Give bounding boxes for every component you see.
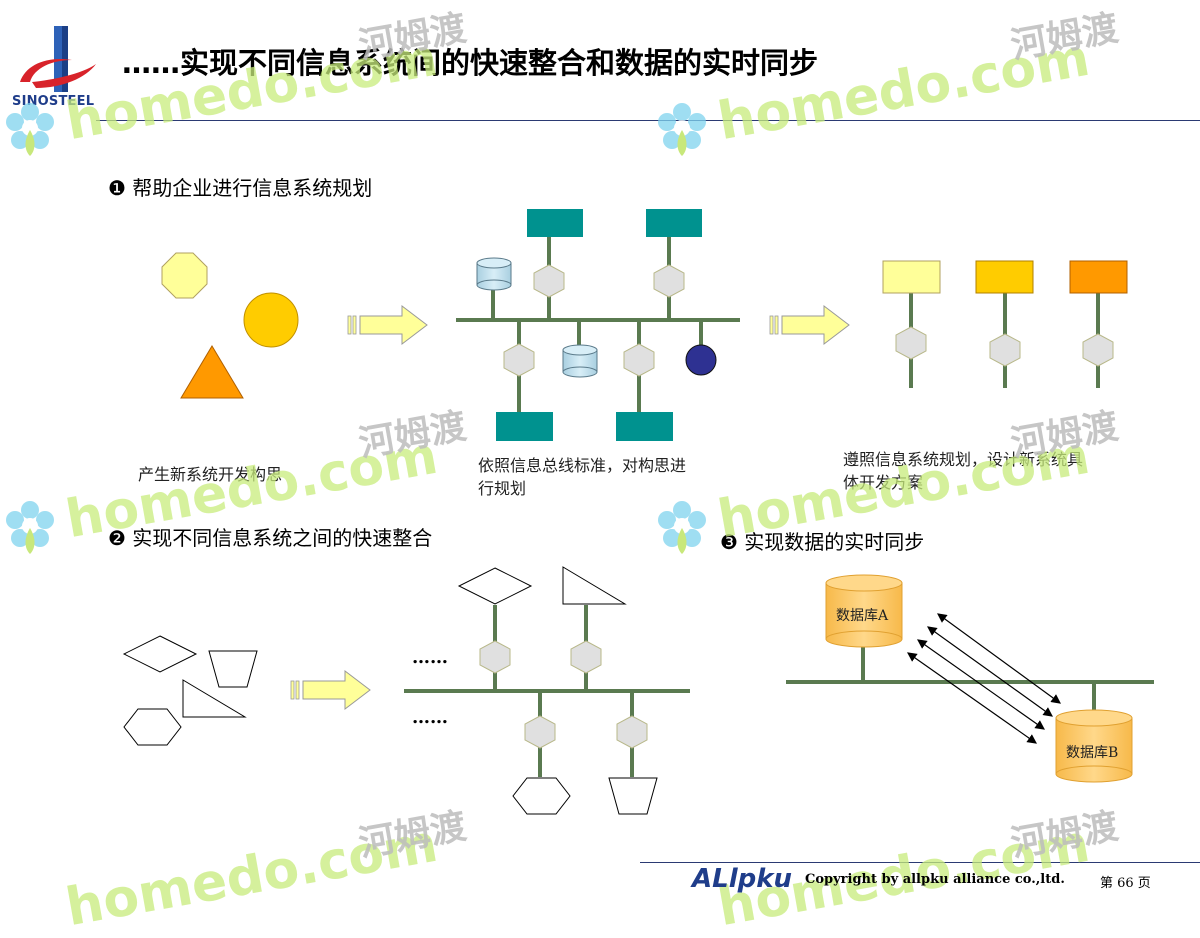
stage1-shapes bbox=[161, 252, 299, 399]
pale-yellow-system-box bbox=[882, 260, 941, 294]
adapter-hexagon-icon bbox=[623, 343, 655, 377]
section2-scattered-shapes bbox=[122, 635, 258, 746]
navy-node-circle bbox=[685, 344, 717, 376]
adapter-hexagon-icon bbox=[570, 640, 602, 674]
block-arrow-1 bbox=[347, 304, 428, 346]
gold-system-box bbox=[975, 260, 1034, 294]
ellipsis-top: …… bbox=[412, 647, 448, 668]
footer-copyright: Copyright by allpku alliance co.,ltd. bbox=[805, 872, 1065, 887]
section-3-heading: ❸ 实现数据的实时同步 bbox=[720, 526, 924, 555]
watermark-flower-icon bbox=[6, 501, 54, 554]
right-triangle-shape bbox=[562, 566, 627, 605]
watermark-flower-icon bbox=[658, 501, 706, 554]
teal-system-box bbox=[616, 412, 673, 441]
caption-design-scheme-line1: 遵照信息系统规划，设计新系统具 bbox=[843, 450, 1084, 469]
adapter-hexagon-icon bbox=[524, 715, 556, 749]
adapter-hexagon-icon bbox=[503, 343, 535, 377]
diamond-shape bbox=[122, 635, 198, 673]
sinosteel-logo-icon bbox=[20, 26, 96, 92]
caption-bus-planning-line2: 行规划 bbox=[478, 479, 527, 498]
teal-system-box bbox=[646, 209, 702, 237]
section-2-label: 实现不同信息系统之间的快速整合 bbox=[132, 526, 433, 550]
sync-arrow bbox=[917, 639, 1045, 730]
teal-system-box bbox=[496, 412, 553, 441]
caption-bus-planning-line1: 依照信息总线标准，对构思进 bbox=[478, 456, 687, 475]
database-cylinder-icon bbox=[476, 257, 512, 291]
stage3-systems bbox=[882, 260, 1128, 388]
right-triangle-shape bbox=[182, 679, 247, 718]
footer-brand-logo: ALlpku bbox=[692, 864, 793, 894]
adapter-hexagon-icon bbox=[533, 264, 565, 298]
sync-arrow bbox=[927, 626, 1053, 717]
triangle-shape bbox=[180, 345, 244, 399]
section2-bus bbox=[404, 605, 690, 777]
footer-page-number: 第 66 页 bbox=[1100, 876, 1151, 891]
database-a-cylinder-icon bbox=[825, 574, 903, 648]
block-arrow-3 bbox=[290, 669, 371, 711]
header-rule bbox=[96, 120, 1200, 121]
trapezoid-shape bbox=[608, 777, 658, 815]
caption-new-concept: 产生新系统开发构思 bbox=[138, 465, 283, 484]
page-title: ……实现不同信息系统间的快速整合和数据的实时同步 bbox=[122, 46, 819, 80]
caption-design-scheme-line2: 体开发方案 bbox=[843, 473, 924, 492]
section2-nodes bbox=[457, 566, 658, 815]
section-1-label: 帮助企业进行信息系统规划 bbox=[132, 176, 373, 200]
caption-design-scheme: 遵照信息系统规划，设计新系统具 体开发方案 bbox=[843, 448, 1083, 494]
adapter-hexagon-icon bbox=[1082, 333, 1114, 367]
sync-arrow bbox=[937, 613, 1061, 704]
diagram-canvas: …… …… 数据库A 数据库B bbox=[6, 103, 1154, 815]
adapter-hexagon-icon bbox=[616, 715, 648, 749]
footer-rule bbox=[640, 862, 1200, 863]
adapter-hexagon-icon bbox=[479, 640, 511, 674]
section-1-marker: ❶ bbox=[108, 176, 126, 200]
database-a-label: 数据库A bbox=[836, 608, 889, 624]
circle-shape bbox=[243, 292, 299, 348]
orange-system-box bbox=[1069, 260, 1128, 294]
sync-arrow bbox=[907, 652, 1037, 744]
hexagon-shape bbox=[512, 777, 571, 815]
stage2-nodes bbox=[476, 209, 717, 441]
section-1-heading: ❶ 帮助企业进行信息系统规划 bbox=[108, 172, 372, 201]
watermark-layer bbox=[6, 103, 706, 554]
hexagon-shape bbox=[123, 708, 182, 746]
section-2-heading: ❷ 实现不同信息系统之间的快速整合 bbox=[108, 522, 432, 551]
diamond-shape bbox=[457, 567, 533, 605]
section-2-marker: ❷ bbox=[108, 526, 126, 550]
adapter-hexagon-icon bbox=[989, 333, 1021, 367]
watermark-flower-icon bbox=[658, 103, 706, 156]
watermark-flower-icon bbox=[6, 103, 54, 156]
section3-bus bbox=[786, 643, 1154, 718]
database-cylinder-icon bbox=[562, 344, 598, 378]
octagon-shape bbox=[161, 252, 208, 299]
ellipsis-bottom: …… bbox=[412, 707, 448, 728]
teal-system-box bbox=[527, 209, 583, 237]
caption-bus-planning: 依照信息总线标准，对构思进 行规划 bbox=[478, 454, 686, 500]
database-b-cylinder-icon bbox=[1055, 709, 1133, 783]
database-b-label: 数据库B bbox=[1066, 745, 1118, 761]
section-3-label: 实现数据的实时同步 bbox=[744, 530, 925, 554]
trapezoid-shape bbox=[208, 650, 258, 688]
adapter-hexagon-icon bbox=[653, 264, 685, 298]
adapter-hexagon-icon bbox=[895, 326, 927, 360]
sync-arrows bbox=[907, 613, 1061, 744]
section-3-marker: ❸ bbox=[720, 530, 738, 554]
block-arrow-2 bbox=[769, 304, 850, 346]
